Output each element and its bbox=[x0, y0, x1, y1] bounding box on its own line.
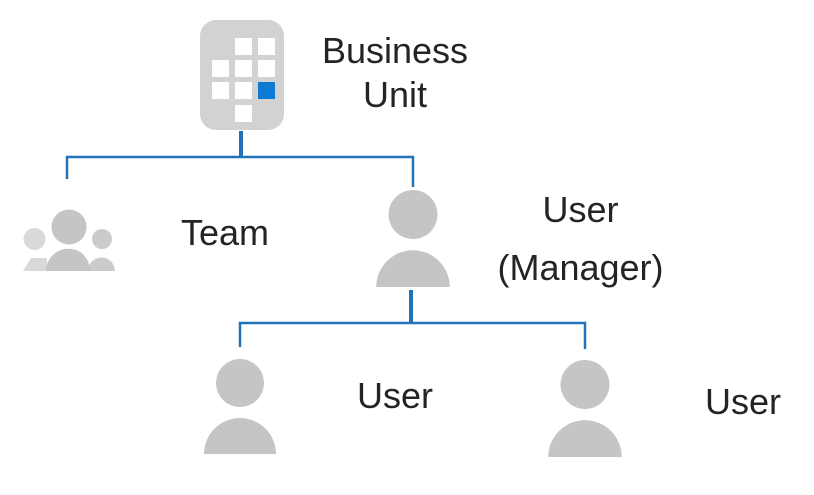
user-right-label: User bbox=[705, 381, 782, 422]
building-blue-window bbox=[258, 82, 275, 99]
connector-level1-bracket bbox=[65, 155, 415, 187]
business-unit-label-line1: Business bbox=[321, 30, 469, 71]
user-left-label: User bbox=[357, 375, 434, 416]
business-unit-label-line2: Unit bbox=[362, 74, 428, 115]
user-right-person-icon bbox=[548, 360, 622, 457]
manager-label: User (Manager) bbox=[478, 181, 683, 297]
user-left-person-icon bbox=[204, 359, 276, 454]
business-unit-label: Business Unit bbox=[295, 29, 495, 117]
manager-person-icon bbox=[376, 190, 450, 287]
manager-label-line1: User bbox=[542, 189, 619, 230]
team-icon bbox=[23, 209, 115, 271]
business-unit-icon bbox=[200, 20, 284, 130]
connector-level2-bracket bbox=[238, 321, 587, 349]
manager-label-line2: (Manager) bbox=[497, 247, 664, 288]
team-label: Team bbox=[181, 212, 270, 253]
